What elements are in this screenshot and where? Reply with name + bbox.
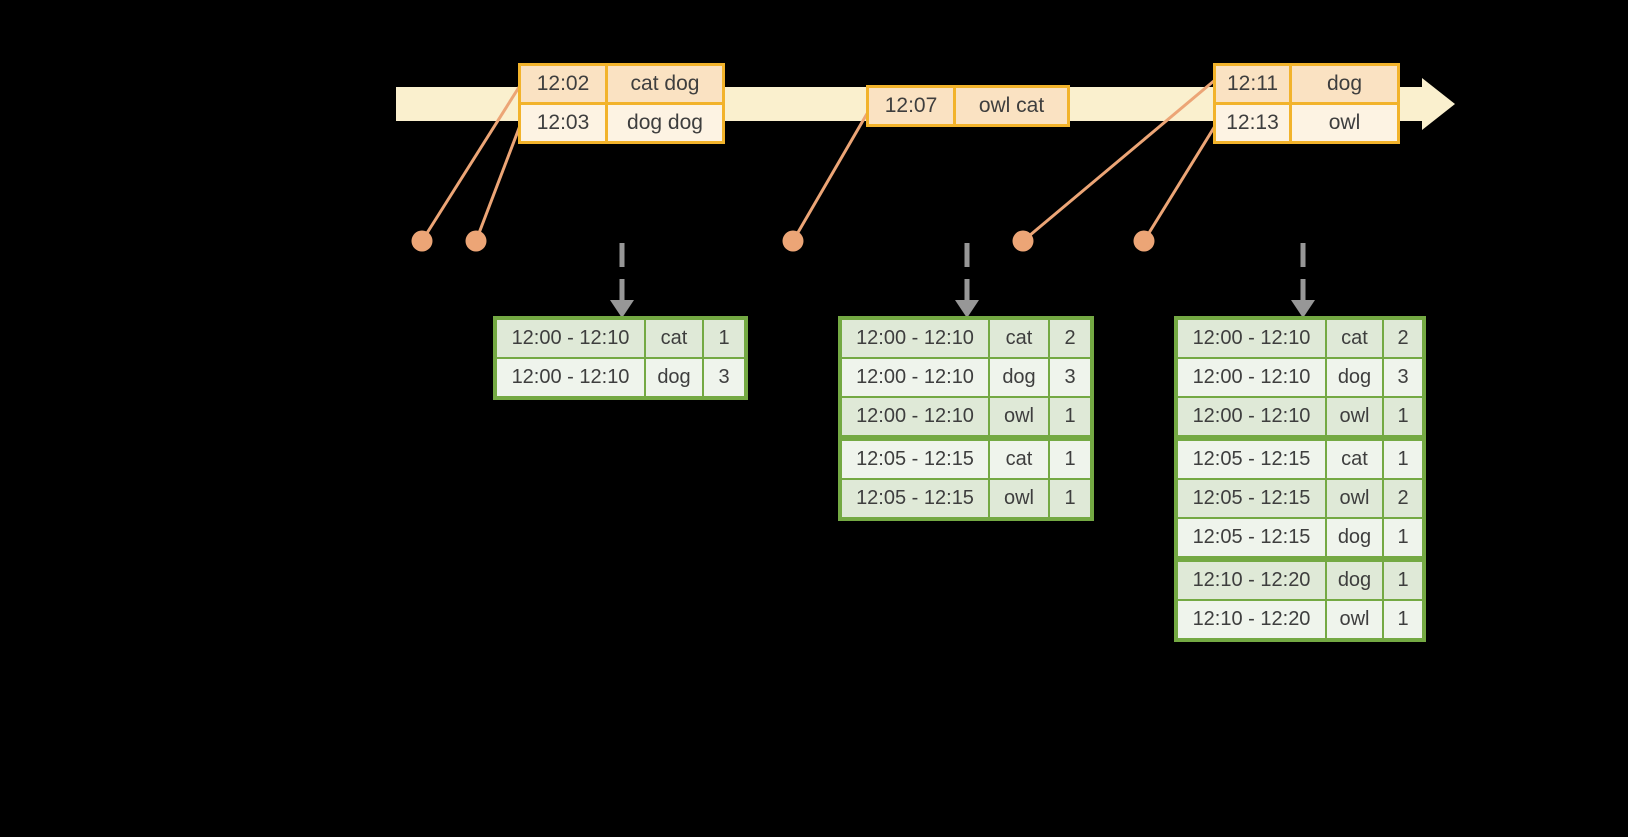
result-window: 12:10 - 12:20 [1178,601,1325,638]
result-count: 1 [1384,398,1422,435]
result-word: dog [1327,359,1382,396]
result-count: 1 [704,320,744,357]
trigger-down-arrow-icon [1291,243,1315,318]
result-row: 12:00 - 12:10 dog 3 [497,359,744,396]
result-count: 2 [1384,320,1422,357]
event-words: dog dog [608,105,722,141]
result-window: 12:05 - 12:15 [842,441,988,478]
event-words: owl cat [956,88,1067,124]
result-row: 12:00 - 12:10 dog 3 [1178,359,1422,396]
result-window: 12:05 - 12:15 [1178,519,1325,556]
result-row: 12:05 - 12:15 owl 1 [842,480,1090,517]
result-table-2: 12:00 - 12:10 cat 2 12:00 - 12:10 dog 3 … [838,316,1094,521]
result-window: 12:05 - 12:15 [842,480,988,517]
result-count: 1 [1050,480,1090,517]
result-word: dog [1327,562,1382,599]
result-window: 12:00 - 12:10 [497,359,644,396]
timeline-arrowhead-icon [1422,78,1455,130]
result-word: cat [646,320,702,357]
result-row: 12:10 - 12:20 dog 1 [1178,562,1422,599]
result-row: 12:10 - 12:20 owl 1 [1178,601,1422,638]
result-word: owl [1327,398,1382,435]
event-time-dot [1133,230,1155,252]
event-time-dot [1012,230,1034,252]
result-row: 12:00 - 12:10 owl 1 [1178,398,1422,435]
result-word: dog [990,359,1048,396]
event-connector-line [791,111,870,242]
event-table-2: 12:07 owl cat [866,85,1070,127]
result-word: owl [1327,480,1382,517]
result-count: 2 [1384,480,1422,517]
result-window: 12:05 - 12:15 [1178,441,1325,478]
result-window: 12:00 - 12:10 [842,359,988,396]
event-row: 12:11 dog [1216,66,1397,102]
result-window: 12:00 - 12:10 [842,398,988,435]
result-count: 1 [1384,519,1422,556]
result-window: 12:00 - 12:10 [1178,398,1325,435]
result-window: 12:00 - 12:10 [842,320,988,357]
result-table-1: 12:00 - 12:10 cat 1 12:00 - 12:10 dog 3 [493,316,748,400]
result-word: cat [990,441,1048,478]
result-count: 1 [1384,562,1422,599]
trigger-down-arrow-icon [610,243,634,318]
result-window: 12:10 - 12:20 [1178,562,1325,599]
result-row: 12:05 - 12:15 owl 2 [1178,480,1422,517]
event-row: 12:07 owl cat [869,88,1067,124]
result-count: 1 [1384,601,1422,638]
event-table-1: 12:02 cat dog 12:03 dog dog [518,63,725,144]
event-connector-line [474,122,523,242]
result-count: 1 [1050,398,1090,435]
result-table-3: 12:00 - 12:10 cat 2 12:00 - 12:10 dog 3 … [1174,316,1426,642]
result-count: 3 [704,359,744,396]
result-count: 3 [1050,359,1090,396]
trigger-down-arrow-icon [955,243,979,318]
result-window: 12:00 - 12:10 [497,320,644,357]
result-word: cat [1327,441,1382,478]
event-row: 12:02 cat dog [521,66,722,102]
event-words: owl [1292,105,1397,141]
result-window: 12:00 - 12:10 [1178,359,1325,396]
event-row: 12:13 owl [1216,105,1397,141]
event-words: dog [1292,66,1397,102]
result-row: 12:00 - 12:10 owl 1 [842,398,1090,435]
result-word: owl [990,480,1048,517]
event-time: 12:13 [1216,105,1289,141]
result-word: dog [1327,519,1382,556]
result-row: 12:05 - 12:15 dog 1 [1178,519,1422,556]
event-connector-line [1142,125,1217,242]
result-count: 2 [1050,320,1090,357]
event-row: 12:03 dog dog [521,105,722,141]
result-count: 1 [1050,441,1090,478]
event-table-3: 12:11 dog 12:13 owl [1213,63,1400,144]
result-word: owl [990,398,1048,435]
result-window: 12:00 - 12:10 [1178,320,1325,357]
result-row: 12:00 - 12:10 dog 3 [842,359,1090,396]
result-count: 1 [1384,441,1422,478]
result-row: 12:05 - 12:15 cat 1 [842,441,1090,478]
result-row: 12:00 - 12:10 cat 1 [497,320,744,357]
result-word: owl [1327,601,1382,638]
event-time: 12:07 [869,88,953,124]
event-time-dot [465,230,487,252]
result-word: cat [990,320,1048,357]
event-connector-line [420,83,523,242]
event-words: cat dog [608,66,722,102]
event-time-dot [411,230,433,252]
event-time: 12:02 [521,66,605,102]
result-window: 12:05 - 12:15 [1178,480,1325,517]
event-time: 12:11 [1216,66,1289,102]
result-word: cat [1327,320,1382,357]
event-time: 12:03 [521,105,605,141]
result-row: 12:00 - 12:10 cat 2 [1178,320,1422,357]
result-count: 3 [1384,359,1422,396]
event-time-dot [782,230,804,252]
result-word: dog [646,359,702,396]
result-row: 12:00 - 12:10 cat 2 [842,320,1090,357]
event-connector-line [1022,78,1216,243]
result-row: 12:05 - 12:15 cat 1 [1178,441,1422,478]
